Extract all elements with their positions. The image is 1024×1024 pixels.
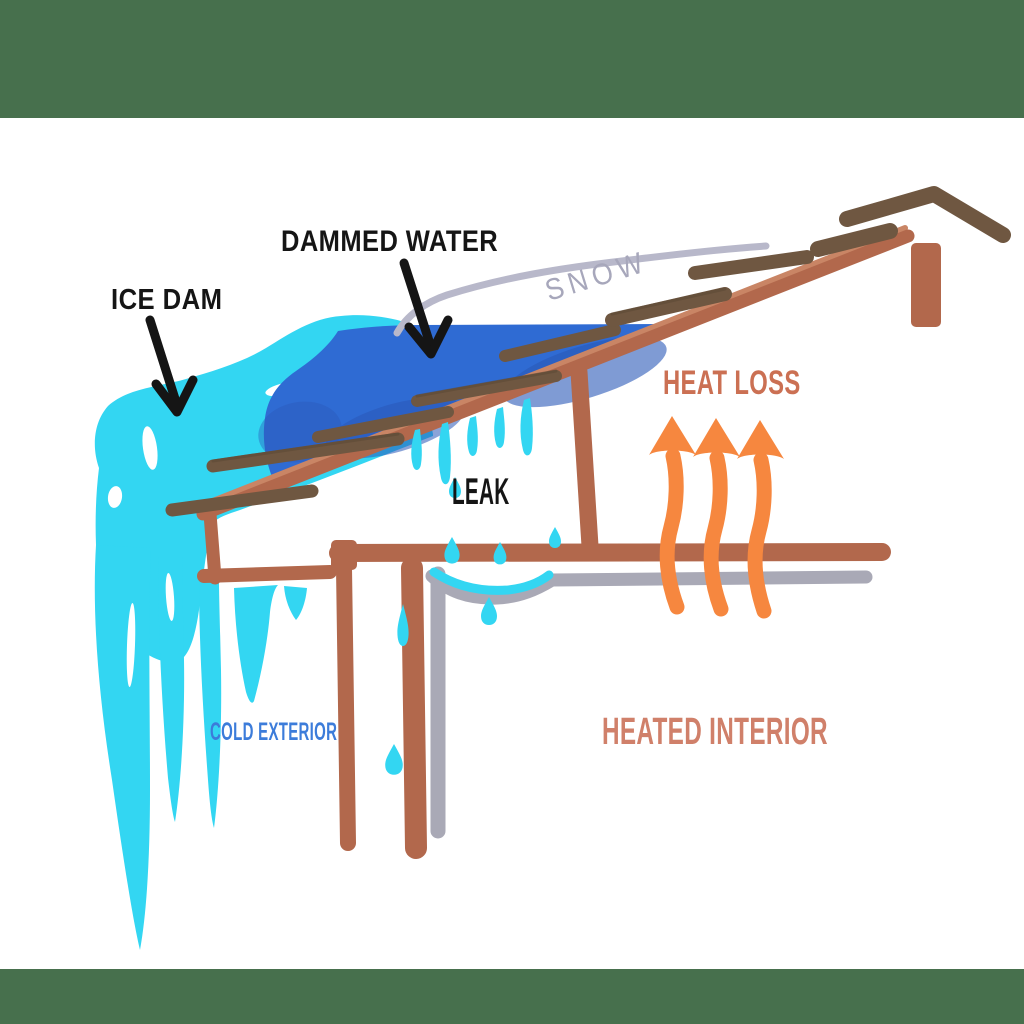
cold-exterior-label: COLD EXTERIOR	[210, 718, 338, 746]
bottom-green-band	[0, 969, 1024, 1024]
heat-arrow	[693, 418, 740, 617]
eave-fascia	[203, 507, 222, 585]
wall-stud-outer	[336, 560, 356, 851]
chimney	[911, 243, 941, 327]
ceiling-joist	[329, 543, 891, 562]
icicles	[94, 545, 307, 950]
top-green-band	[0, 0, 1024, 118]
ice-dam-label: ICE DAM	[111, 284, 223, 316]
roof-leak-drips	[411, 398, 533, 498]
leak-label: LEAK	[452, 471, 510, 512]
roof-shingles	[165, 186, 1011, 517]
knee-strut	[570, 363, 599, 555]
heat-loss-arrows	[649, 416, 784, 619]
ceiling-leak-drips	[385, 527, 561, 775]
ridge-cap	[839, 186, 1011, 243]
snow-outline	[393, 242, 770, 337]
soffit	[197, 565, 337, 583]
dammed-water-pointer-arrow	[399, 258, 453, 359]
ice-dam-pointer-arrow	[145, 315, 198, 417]
ceiling-drywall	[425, 569, 873, 605]
wall-stud-inner	[401, 557, 427, 859]
house-structure	[197, 243, 941, 859]
heat-arrow	[737, 420, 784, 619]
dammed-water-label: DAMMED WATER	[281, 225, 499, 258]
heated-interior-label: HEATED INTERIOR	[602, 711, 828, 753]
heat-arrow	[649, 416, 696, 615]
heat-loss-label: HEAT LOSS	[663, 364, 801, 402]
